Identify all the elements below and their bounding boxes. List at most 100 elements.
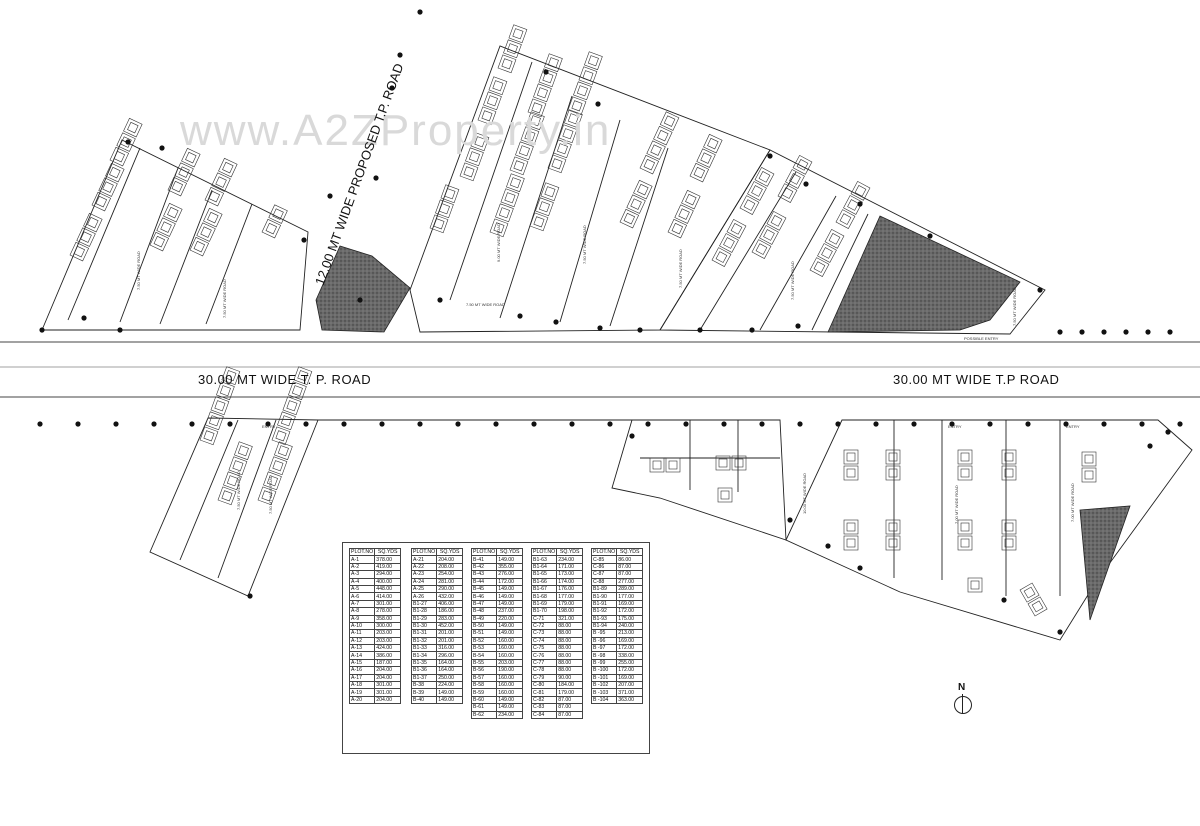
tree-icon: [949, 421, 955, 427]
building-footprint: [730, 223, 743, 235]
tree-icon: [327, 193, 333, 199]
plot-number-cell: B1-33: [410, 644, 438, 653]
plot-area-cell: 149.00: [496, 621, 524, 631]
building-footprint: [960, 538, 970, 548]
plot-cluster: [567, 51, 603, 116]
tree-icon: [1057, 629, 1063, 635]
plot-area-cell: 86.00: [616, 555, 644, 564]
plot-area-cell: 88.00: [556, 651, 584, 660]
tree-icon: [159, 145, 165, 151]
plot-footprint: [726, 218, 747, 239]
building-footprint: [291, 385, 303, 397]
plot-area-cell: 237.00: [496, 607, 524, 616]
building-footprint: [960, 468, 970, 478]
plot-footprint: [149, 231, 170, 252]
tree-icon: [607, 421, 613, 427]
plot-footprint: [234, 441, 253, 461]
plot-area-cell: 283.00: [436, 614, 464, 623]
plot-area-cell: 177.00: [556, 592, 584, 601]
plot-area-cell: 316.00: [436, 644, 464, 653]
plot-number-cell: B1-89: [590, 584, 618, 594]
plot-area-cell: 87.00: [556, 695, 584, 705]
plot-footprint: [731, 455, 747, 471]
plot-footprint: [696, 148, 716, 168]
tree-icon: [1165, 429, 1171, 435]
plot-footprint: [167, 176, 188, 197]
plot-area-cell: 363.00: [616, 695, 644, 705]
plot-footprint: [435, 199, 454, 219]
plot-number-cell: B1-36: [410, 666, 438, 675]
plot-footprint: [470, 132, 490, 152]
plot-footprint: [76, 227, 96, 247]
plot-area-cell: 176.00: [556, 584, 584, 594]
building-footprint: [87, 216, 99, 229]
plot-area-cell: 240.00: [616, 621, 644, 631]
plot-number-cell: C-85: [590, 555, 618, 564]
plot-footprint: [181, 147, 201, 168]
plot-cluster: [257, 441, 293, 506]
plot-area-cell: 169.00: [616, 636, 644, 646]
building-footprint: [266, 475, 278, 487]
building-footprint: [547, 57, 559, 69]
plot-footprint: [515, 141, 534, 161]
tree-icon: [873, 421, 879, 427]
plot-footprint: [535, 197, 554, 217]
building-footprint: [171, 180, 184, 193]
building-footprint: [80, 231, 92, 243]
internal-road-label-4: 7.50 MT WIDE ROAD: [582, 225, 587, 264]
tree-icon: [797, 421, 803, 427]
plot-area-cell: 172.00: [616, 666, 644, 675]
tree-icon: [787, 517, 793, 523]
plot-area-cell: 414.00: [374, 592, 402, 601]
building-footprint: [109, 166, 121, 179]
tree-icon: [857, 201, 863, 207]
tree-icon: [357, 297, 363, 303]
plot-area-cell: 169.00: [616, 599, 644, 609]
plot-area-cell: 358.00: [374, 614, 402, 623]
building-footprint: [846, 468, 856, 478]
building-footprint: [1084, 470, 1094, 480]
plot-footprint: [465, 147, 484, 167]
building-footprint: [153, 235, 166, 248]
building-footprint: [504, 192, 516, 204]
plot-number-cell: C-74: [530, 636, 558, 646]
tree-icon: [247, 593, 253, 599]
building-footprint: [789, 173, 801, 185]
plot-cluster: [261, 204, 288, 239]
open-space-left: [315, 245, 411, 333]
plot-area-cell: 164.00: [436, 658, 464, 668]
plot-area-cell: 278.00: [374, 607, 402, 616]
watermark-text: www.A2ZProperty.in: [180, 106, 612, 155]
building-footprint: [1023, 586, 1036, 599]
building-footprint: [275, 430, 287, 442]
plot-area-cell: 406.00: [436, 599, 464, 609]
plot-footprint: [109, 146, 130, 167]
building-footprint: [678, 208, 690, 220]
plot-footprint: [967, 577, 983, 593]
main-road-label-left: 30.00 MT WIDE T. P. ROAD: [198, 372, 372, 387]
building-footprint: [544, 186, 556, 198]
building-footprint: [524, 130, 536, 142]
